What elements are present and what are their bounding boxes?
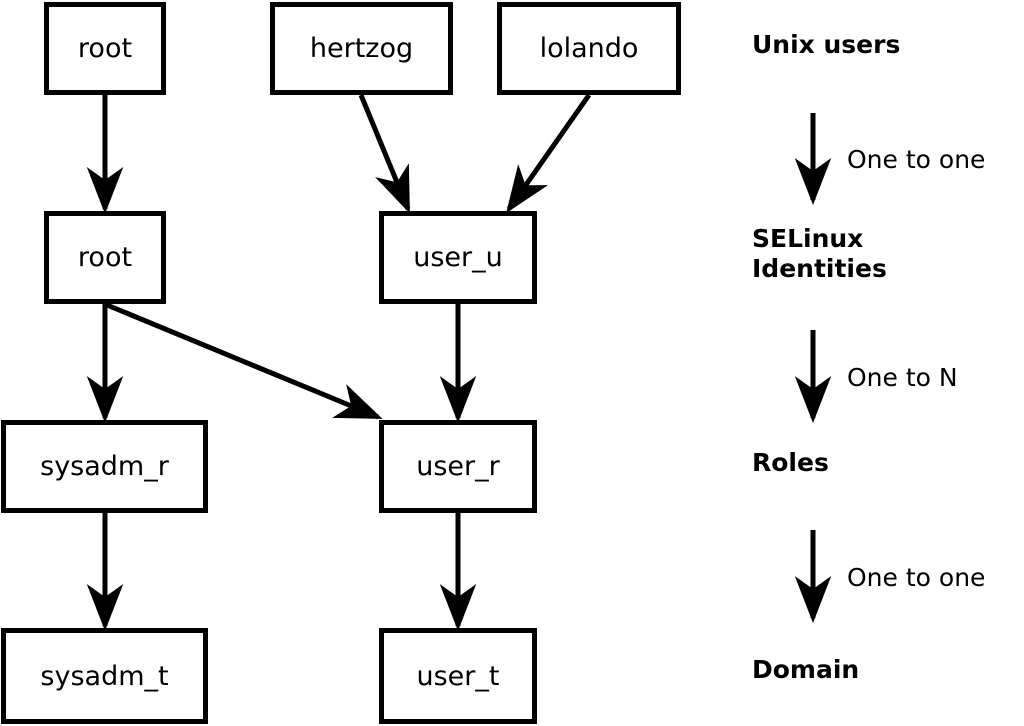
node-label: root (77, 33, 133, 64)
node-ident-useru[interactable]: user_u (379, 211, 537, 304)
edge-e-root-userr (106, 302, 383, 420)
node-ident-root[interactable]: root (44, 211, 166, 304)
node-role-sysadm[interactable]: sysadm_r (1, 420, 208, 513)
legend-roles: Roles (752, 448, 829, 477)
legend-rel-2-label: One to N (847, 363, 958, 392)
edge-e-lolando-useru (506, 93, 592, 214)
legend-rel-3-label: One to one (847, 563, 986, 592)
node-dom-user[interactable]: user_t (379, 628, 537, 724)
edge-e-hertzog-useru (358, 94, 411, 214)
node-unix-root[interactable]: root (44, 2, 166, 95)
legend-domain: Domain (752, 655, 860, 684)
node-label: user_r (416, 451, 500, 482)
node-unix-lolando[interactable]: lolando (497, 2, 681, 95)
node-label: root (77, 242, 133, 273)
node-label: user_t (416, 660, 500, 692)
legend-rel-1-label: One to one (847, 145, 986, 174)
node-dom-sysadm[interactable]: sysadm_t (1, 628, 208, 724)
node-label: lolando (539, 33, 639, 64)
node-label: hertzog (309, 33, 414, 64)
node-role-user[interactable]: user_r (379, 420, 537, 513)
node-label: sysadm_t (40, 660, 169, 692)
node-label: sysadm_r (40, 451, 169, 482)
node-label: user_u (413, 242, 503, 273)
legend-selinux-identities: SELinux Identities (752, 224, 887, 283)
legend-unix-users: Unix users (752, 30, 901, 59)
node-unix-hertzog[interactable]: hertzog (270, 2, 453, 95)
